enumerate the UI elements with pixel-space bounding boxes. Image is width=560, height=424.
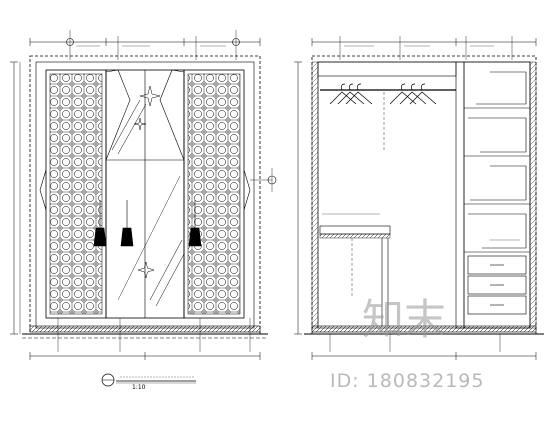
drawers (467, 255, 527, 315)
front-elevation (10, 30, 277, 387)
watermark-id: ID: 180832195 (330, 370, 485, 392)
hanger-group-right (389, 83, 437, 105)
tassel-center (120, 200, 134, 247)
watermark-brand: 知末 (362, 295, 447, 344)
tassel-right (188, 200, 202, 247)
interior-elevation (294, 36, 544, 360)
tassel-left (93, 200, 107, 247)
hanger-group-left (329, 83, 373, 105)
shelves (464, 71, 530, 253)
front-view-scale-label: 1:10 (132, 384, 146, 391)
